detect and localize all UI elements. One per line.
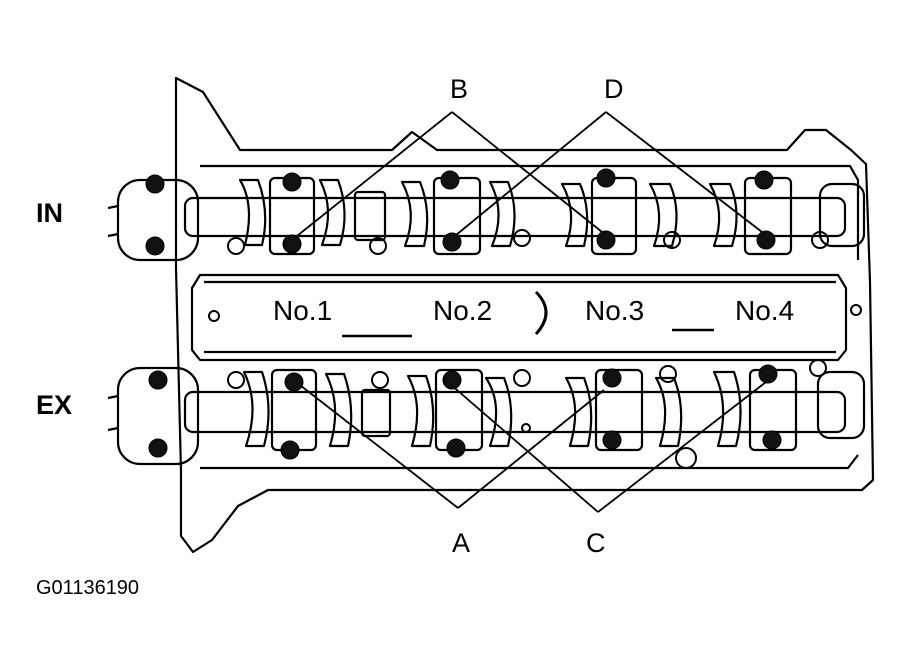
gasket-inner-line-bottom bbox=[200, 454, 859, 470]
intake-camshaft bbox=[107, 176, 866, 262]
cylinder-head-outline bbox=[174, 76, 875, 554]
head-bolt-rings bbox=[208, 229, 862, 469]
pointer-letter-c: C bbox=[586, 528, 606, 558]
journal-label-3: No.3 bbox=[585, 295, 645, 326]
journal-label-2: No.2 bbox=[433, 295, 493, 326]
exhaust-label: EX bbox=[36, 390, 73, 420]
gasket-inner-line-top bbox=[200, 164, 860, 260]
pointer-letter-a: A bbox=[452, 528, 471, 558]
journal-label-4: No.4 bbox=[735, 295, 795, 326]
pointer-lines bbox=[291, 111, 767, 513]
figure-code: G01136190 bbox=[36, 577, 140, 599]
exhaust-camshaft bbox=[107, 366, 866, 466]
intake-label: IN bbox=[36, 198, 63, 228]
cap-bolts bbox=[145, 168, 782, 460]
spark-plug-channel bbox=[190, 273, 848, 362]
journal-label-1: No.1 bbox=[273, 295, 333, 326]
pointer-letter-d: D bbox=[604, 74, 624, 104]
semicircle-plug bbox=[534, 290, 548, 336]
pointer-letter-b: B bbox=[450, 74, 469, 104]
